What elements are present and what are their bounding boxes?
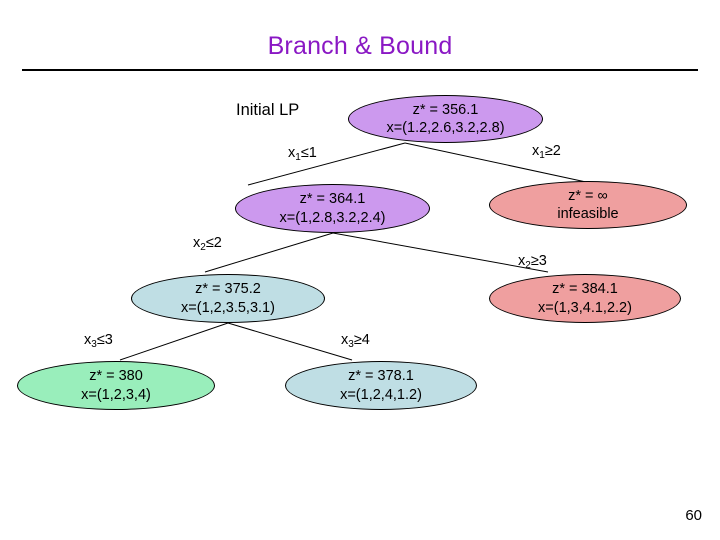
node-right-l3-objective: z* = 384.1: [552, 281, 618, 298]
branch-label-x3-le-3: x3≤3: [84, 332, 113, 350]
branch-sub: 3: [348, 339, 354, 350]
title-divider: [22, 69, 698, 71]
page-number: 60: [685, 507, 702, 524]
initial-lp-label: Initial LP: [236, 101, 300, 119]
node-left-l3-objective: z* = 375.2: [195, 281, 261, 298]
branch-var: x: [288, 145, 296, 161]
page-title: Branch & Bound: [267, 32, 453, 60]
branch-rel: ≥2: [544, 143, 561, 159]
branch-label-x2-le-2: x2≤2: [193, 235, 222, 253]
branch-rel: ≤2: [205, 235, 222, 251]
branch-label-x2-ge-3: x2≥3: [518, 253, 547, 271]
node-left-l3[interactable]: z* = 375.2 x=(1,2,3.5,3.1): [131, 274, 325, 323]
node-right-l3[interactable]: z* = 384.1 x=(1,3,4.1,2.2): [489, 274, 681, 323]
node-left-l2-solution: x=(1,2.8,3.2,2.4): [279, 209, 386, 226]
node-right-l2-status: infeasible: [557, 206, 619, 222]
branch-var: x: [518, 253, 526, 269]
node-root-solution: x=(1.2,2.6,3.2,2.8): [386, 120, 505, 136]
node-left-l2-objective: z* = 364.1: [299, 191, 366, 208]
branch-label-x1-le-1: x1≤1: [288, 145, 317, 163]
node-left-l4-solution: x=(1,2,3,4): [81, 386, 151, 403]
node-left-l2[interactable]: z* = 364.1 x=(1,2.8,3.2,2.4): [235, 184, 430, 233]
branch-var: x: [193, 235, 201, 251]
node-left-l4[interactable]: z* = 380 x=(1,2,3,4): [17, 361, 215, 410]
branch-sub: 2: [200, 242, 206, 253]
node-right-l4[interactable]: z* = 378.1 x=(1,2,4,1.2): [285, 361, 477, 410]
node-right-l4-objective: z* = 378.1: [348, 368, 414, 385]
branch-label-x1-ge-2: x1≥2: [532, 143, 561, 161]
node-right-l4-solution: x=(1,2,4,1.2): [340, 386, 422, 403]
branch-sub: 1: [539, 150, 545, 161]
branch-rel: ≤1: [300, 145, 317, 161]
branch-var: x: [84, 332, 92, 348]
branch-rel: ≤3: [96, 332, 113, 348]
branch-label-x3-ge-4: x3≥4: [341, 332, 370, 350]
branch-rel: ≥4: [353, 332, 370, 348]
branch-var: x: [532, 143, 540, 159]
node-right-l3-solution: x=(1,3,4.1,2.2): [538, 299, 632, 316]
branch-var: x: [341, 332, 349, 348]
branch-sub: 2: [525, 260, 531, 271]
node-root[interactable]: z* = 356.1 x=(1.2,2.6,3.2,2.8): [348, 95, 543, 143]
branch-sub: 1: [295, 152, 301, 163]
node-right-l2-objective: z* = ∞: [568, 187, 608, 204]
branch-rel: ≥3: [530, 253, 547, 269]
branch-sub: 3: [91, 339, 97, 350]
node-left-l3-solution: x=(1,2,3.5,3.1): [181, 299, 275, 316]
node-root-objective: z* = 356.1: [412, 101, 479, 118]
node-left-l4-objective: z* = 380: [89, 368, 143, 385]
node-right-l2[interactable]: z* = ∞ infeasible: [489, 181, 687, 229]
